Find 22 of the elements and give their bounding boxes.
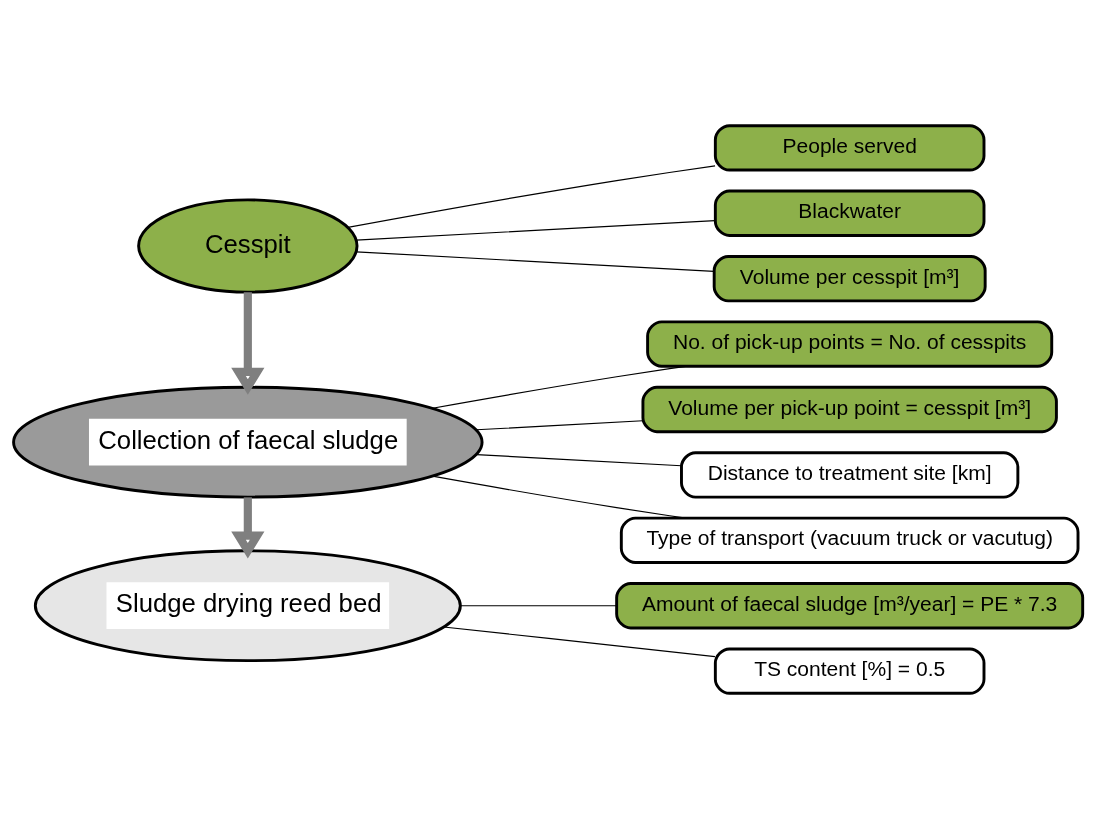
node-box: Volume per cesspit [m³] [712, 254, 987, 302]
connector [431, 365, 687, 409]
node-ellipse: Cesspit [137, 197, 359, 294]
node-box: No. of pick-up points = No. of cesspits [646, 319, 1054, 368]
node-box: TS content [%] = 0.5 [713, 647, 986, 695]
arrow [231, 496, 265, 559]
connector [355, 219, 716, 241]
node-box: Amount of faecal sludge [m³/year] = PE * 7.3 [615, 581, 1085, 629]
connector [475, 419, 644, 430]
node-box: People served [713, 123, 986, 171]
connector [355, 250, 715, 272]
connector [443, 625, 716, 657]
connector [347, 164, 716, 228]
node-ellipse: Sludge drying reed bed [33, 548, 462, 662]
node-box: Type of transport (vacuum truck or vacutug) [619, 516, 1080, 564]
node-box: Volume per pick-up point = cesspit [m³] [641, 385, 1058, 433]
arrow [231, 291, 265, 395]
node-ellipse: Collection of faecal sludge [12, 385, 484, 499]
node-box: Distance to treatment site [km] [680, 450, 1020, 499]
node-box: Blackwater [713, 189, 986, 237]
connector [475, 453, 682, 466]
connector [459, 604, 618, 606]
